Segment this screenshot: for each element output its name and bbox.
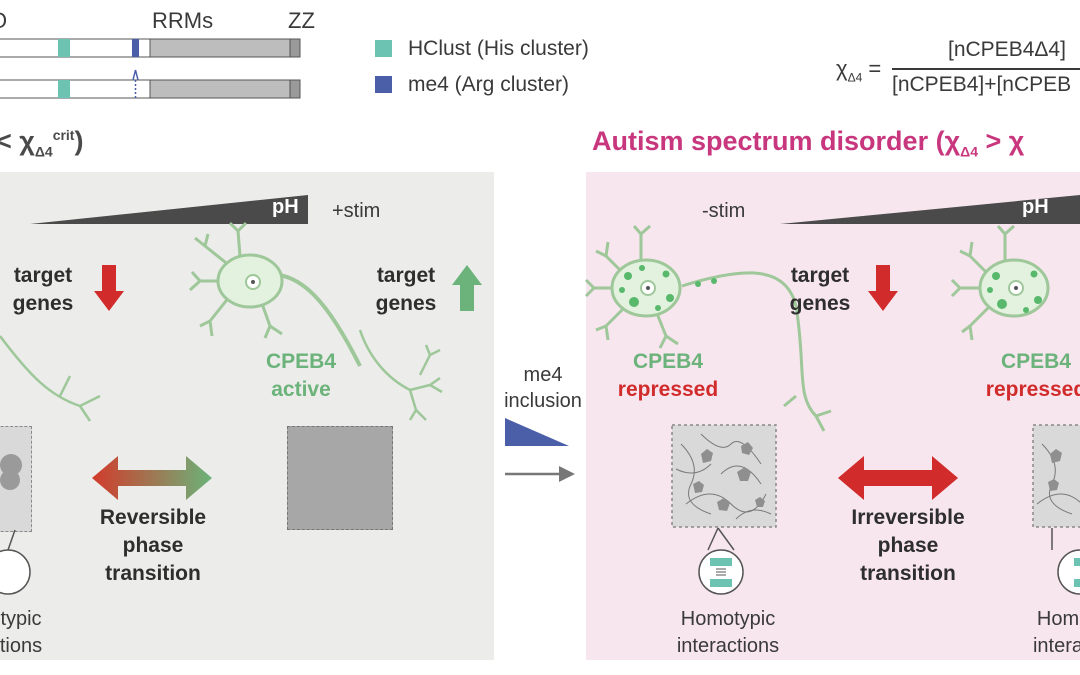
ph-gradient-right [780,195,1080,224]
left-heading: < χΔ4crit) [0,126,84,160]
right-panel [586,172,1080,660]
label-rrms: RRMs [152,8,214,33]
dense-phase-box [287,426,393,530]
formula-lhs: χΔ4 = [836,56,881,84]
arrow-down-red-left [94,265,124,311]
domain-diagram [0,38,301,99]
label-o: O [0,8,7,34]
formula-equals: = [868,56,882,81]
ph-label-left: pH [272,196,299,218]
aggregate-box-right [1032,424,1080,528]
legend-me4-label: me4 (Arg cluster) [408,73,570,96]
domain-bar-delta4 [0,69,301,99]
zoom-lens-right [698,527,744,595]
ph-label-right: pH [1022,196,1049,218]
legend-hclust-label: HClust (His cluster) [408,37,589,60]
neuron-right-1 [584,224,832,432]
droplet-2 [0,470,20,490]
stim-label-left: +stim [332,200,381,222]
aggregate-box-left [671,424,777,528]
legend-me4-swatch [375,76,392,93]
arrow-down-red-right [868,265,898,311]
axon-left-tail [358,329,443,421]
irreversible-arrow [838,456,958,500]
arrow-up-green [452,265,482,311]
label-zz: ZZ [288,8,315,33]
formula-numerator: [nCPEB4Δ4] [948,38,1066,61]
formula-chi: χ [836,56,848,81]
formula-sub: Δ4 [847,70,863,85]
zoom-lens-left [0,529,31,595]
right-heading: Autism spectrum disorder (χΔ4 > χ [592,126,1025,160]
neuron-right-2 [950,224,1050,341]
domain-bar-full [0,38,301,58]
zoom-lens-right-2 [1051,528,1080,595]
stim-label-right: -stim [702,200,746,222]
me4-wedge [505,418,569,446]
legend-hclust-swatch [375,40,392,57]
reversible-arrow [92,456,212,500]
formula-fraction-bar [892,68,1080,70]
transition-arrow [505,466,575,482]
neuron-left [0,221,362,422]
ph-gradient-left [30,195,308,224]
formula-denominator: [nCPEB4]+[nCPEB [892,73,1072,96]
